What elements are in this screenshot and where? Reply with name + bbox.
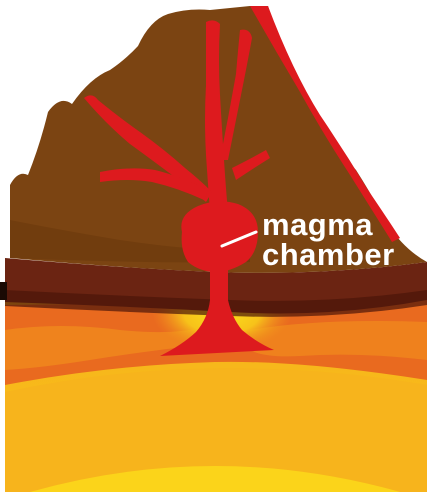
callout-line-2: chamber bbox=[262, 240, 395, 270]
magma-chamber-label: magma chamber bbox=[262, 210, 395, 270]
callout-line-1: magma bbox=[262, 210, 395, 240]
crust-edge-marker bbox=[0, 282, 7, 300]
